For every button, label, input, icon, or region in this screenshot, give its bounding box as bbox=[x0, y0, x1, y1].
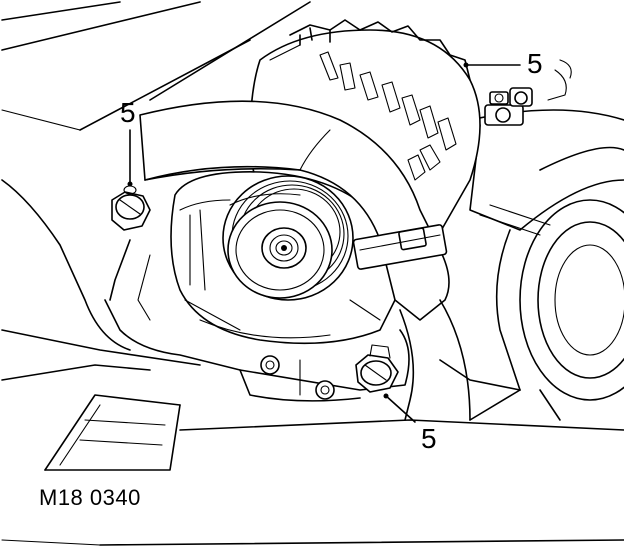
bolt-top-right bbox=[489, 91, 509, 105]
alternator-pulley bbox=[222, 175, 354, 301]
callout-leaders bbox=[127, 62, 521, 423]
callout-5-top-right: 5 bbox=[527, 48, 543, 79]
callout-5-upper-left: 5 bbox=[120, 97, 136, 128]
figure-reference: M18 0340 bbox=[39, 485, 141, 510]
callout-5-lower-center: 5 bbox=[421, 423, 437, 454]
bolt-upper-left bbox=[111, 185, 151, 231]
bolt-lower-right bbox=[355, 344, 399, 393]
mounting-bracket bbox=[104, 239, 410, 402]
intake-hose bbox=[139, 100, 471, 421]
engine-bay-outline bbox=[1, 1, 624, 546]
right-side-housing bbox=[439, 59, 624, 421]
